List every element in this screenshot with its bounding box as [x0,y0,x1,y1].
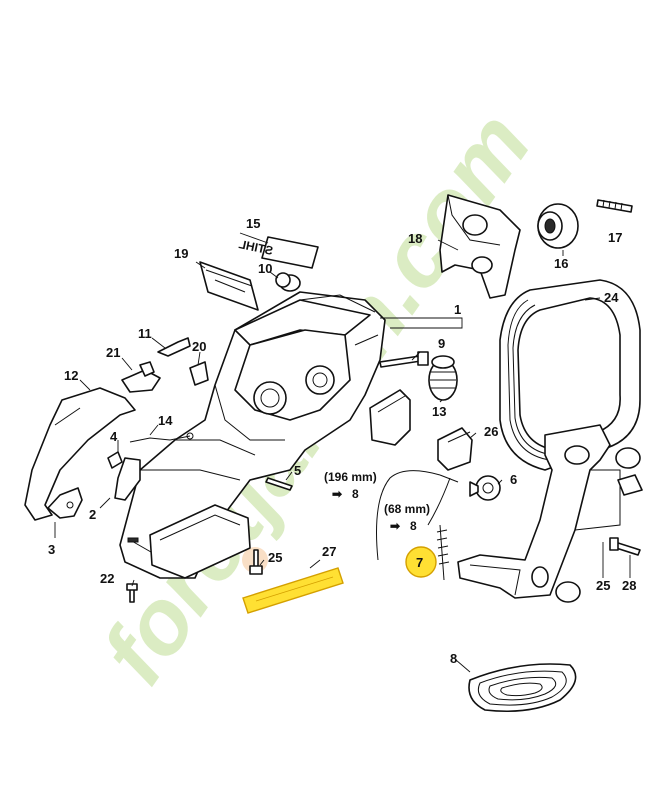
label-part-21: 21 [106,345,120,360]
part-grommet-16 [537,203,579,249]
label-part-22: 22 [100,571,114,586]
label-part-3: 3 [48,542,55,557]
label-part-2: 2 [89,507,96,522]
part-spring-7 [436,524,450,581]
part-pin-5 [265,477,293,491]
part-crankcase [119,291,386,579]
part-handle-frame [457,424,621,599]
label-part-18: 18 [408,231,422,246]
part-bottom-cover [149,504,251,579]
label-part-27: 27 [322,544,336,559]
part-rear-handle-24 [499,279,641,471]
part-cover-strip [199,261,259,311]
label-part-10: 10 [258,261,272,276]
part-side-handle [24,387,136,521]
leader-lines [54,232,631,673]
part-small-buffers [555,447,643,603]
label-part-25-left: 25 [268,550,282,565]
label-part-16: 16 [554,256,568,271]
label-part-24: 24 [604,290,619,305]
label-part-1: 1 [454,302,461,317]
label-part-4: 4 [110,429,118,444]
label-part-12: 12 [64,368,78,383]
part-spring-17 [596,199,633,213]
label-part-5: 5 [294,463,301,478]
part-rod-14 [129,432,194,443]
part-screw-9 [379,351,429,368]
part-spring-4 [107,451,141,501]
part-20 [189,361,209,386]
part-labels: 1 2 3 4 5 6 8 9 10 11 12 13 14 15 16 17 … [48,216,636,666]
note-arrow-short: ➡ [390,519,401,533]
label-part-8-lower: 8 [450,651,457,666]
label-part-14: 14 [158,413,173,428]
part-cap-26 [437,427,473,471]
part-screw-left [249,549,263,575]
part-pad-highlighted [242,567,344,614]
part-21 [121,361,161,393]
part-bracket-18 [439,194,521,299]
hose-notes: (196 mm) ➡ 8 (68 mm) ➡ 8 [324,470,430,533]
highlighted-label-part-7: 7 [405,546,437,578]
note-arrow-long-target: 8 [352,487,359,501]
label-part-28: 28 [622,578,636,593]
label-part-9: 9 [438,336,445,351]
label-part-20: 20 [192,339,206,354]
part-screw-22 [126,583,138,603]
label-part-15: 15 [246,216,260,231]
label-part-7: 7 [416,555,423,570]
note-hose-long: (196 mm) [324,470,377,484]
label-part-17: 17 [608,230,622,245]
note-arrow-long: ➡ [332,487,343,501]
part-screw-28 [609,537,641,556]
part-block [369,389,411,446]
part-av-buffer-13 [428,355,458,401]
label-part-19: 19 [174,246,188,261]
label-part-6: 6 [510,472,517,487]
label-part-13: 13 [432,404,446,419]
label-part-11: 11 [138,326,152,341]
part-11 [157,337,191,357]
part-washer-8 [468,663,577,713]
note-hose-short: (68 mm) [384,502,430,516]
part-6 [469,475,501,501]
part-sleeve [275,272,301,292]
part-lever-2 [47,487,83,519]
note-arrow-short-target: 8 [410,519,417,533]
label-part-25-right: 25 [596,578,610,593]
part-hoses [376,470,459,561]
label-part-26: 26 [484,424,498,439]
part-decal: STIHL [237,236,319,269]
